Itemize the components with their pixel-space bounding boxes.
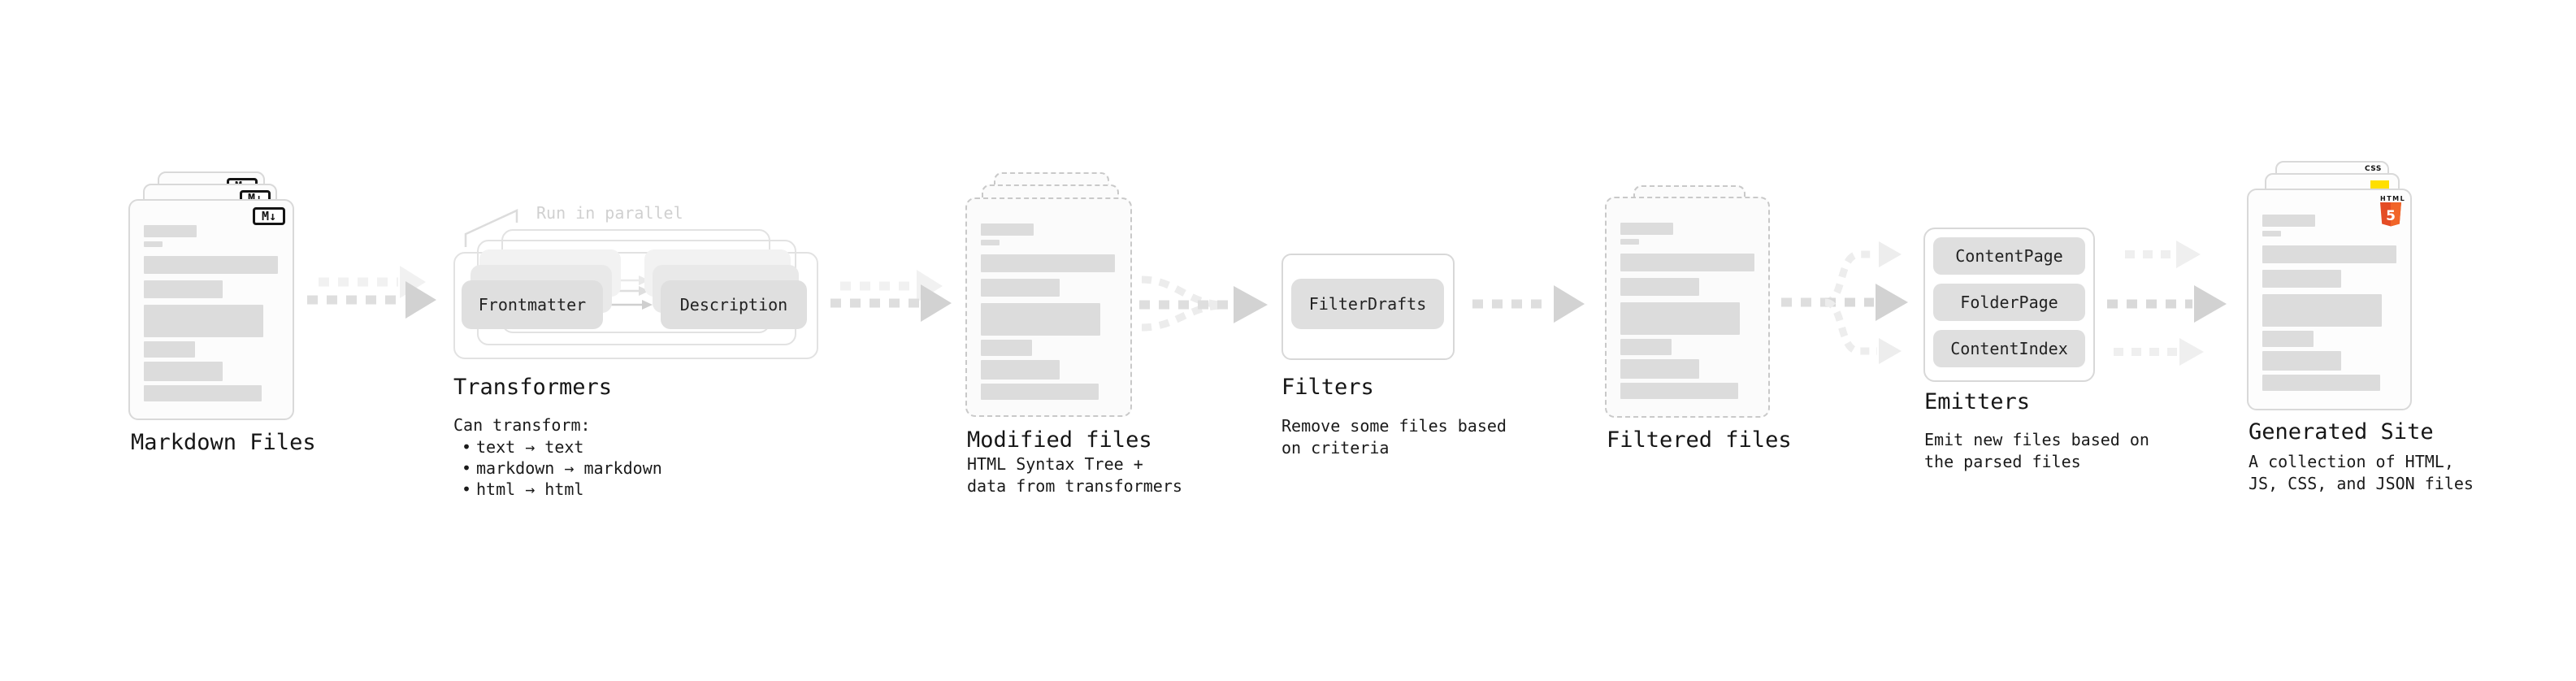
- file-card: [965, 197, 1132, 417]
- bullet-item: html → html: [460, 479, 662, 500]
- arrow-transformers-to-modified: [830, 270, 952, 322]
- file-card: M↓: [128, 199, 294, 420]
- html5-icon: HTML 5: [2380, 195, 2405, 230]
- arrow-split-to-emitters: [1781, 241, 1908, 364]
- pill-contentpage: ContentPage: [1933, 237, 2085, 275]
- bullet-item: text → text: [460, 436, 662, 458]
- pill-contentindex: ContentIndex: [1933, 330, 2085, 367]
- node-desc-filters: Remove some files based on criteria: [1281, 416, 1507, 458]
- arrow-markdown-to-transformers: [307, 266, 436, 319]
- arrow-filters-to-filtered: [1472, 285, 1585, 323]
- run-in-parallel-callout: Run in parallel: [536, 203, 683, 223]
- node-title-filtered-files: Filtered files: [1607, 427, 1792, 453]
- node-title-transformers: Transformers: [453, 375, 613, 400]
- node-title-markdown-files: Markdown Files: [131, 430, 316, 455]
- transformer-box-front: [453, 252, 818, 359]
- file-card: [1605, 197, 1770, 418]
- node-title-filters: Filters: [1281, 375, 1374, 400]
- svg-text:5: 5: [2386, 208, 2396, 224]
- bullet-list: text → text markdown → markdown html → h…: [460, 436, 662, 500]
- arrow-merge-to-filters: [1139, 275, 1268, 332]
- transformers-subtitle: Can transform:: [453, 415, 591, 435]
- file-card: HTML 5: [2247, 189, 2412, 410]
- markdown-icon: M↓: [253, 207, 285, 225]
- node-desc-generated-site: A collection of HTML, JS, CSS, and JSON …: [2249, 452, 2474, 493]
- arrow-fan-to-site: [2107, 241, 2227, 366]
- node-title-emitters: Emitters: [1924, 389, 2031, 414]
- node-desc-modified-files: HTML Syntax Tree + data from transformer…: [967, 454, 1182, 496]
- pill-filterdrafts: FilterDrafts: [1291, 279, 1444, 329]
- node-title-modified-files: Modified files: [967, 427, 1152, 453]
- js-icon: [2370, 180, 2389, 191]
- node-desc-emitters: Emit new files based on the parsed files: [1924, 430, 2149, 471]
- bullet-item: markdown → markdown: [460, 458, 662, 479]
- pill-frontmatter: Frontmatter: [462, 280, 603, 329]
- pill-description: Description: [661, 280, 807, 329]
- pill-folderpage: FolderPage: [1933, 284, 2085, 321]
- node-title-generated-site: Generated Site: [2249, 419, 2434, 445]
